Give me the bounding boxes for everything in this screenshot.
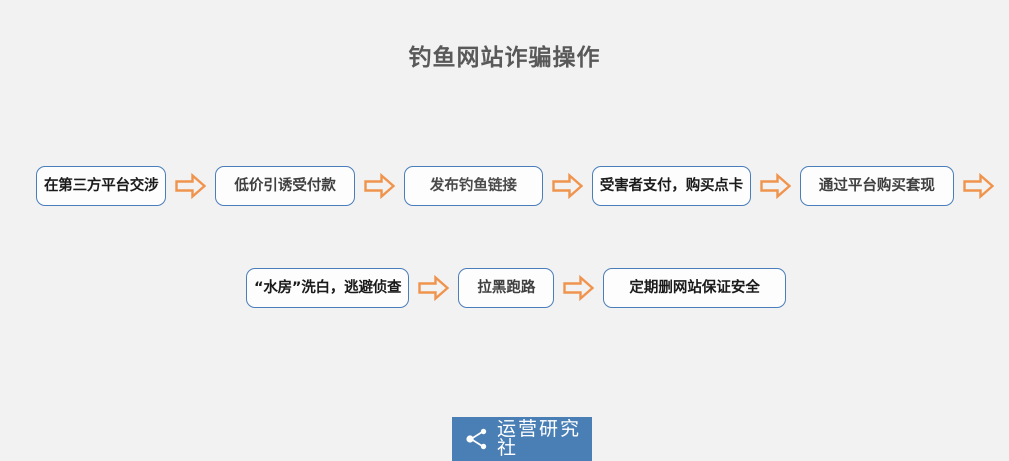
flow-node-label: 发布钓鱼链接 — [429, 177, 517, 194]
flow-row-2: “水房”洗白，逃避侦查 拉黑跑路 定期删网站保证安全 — [246, 265, 786, 311]
arrow-right-icon — [175, 173, 207, 199]
flow-node-6[interactable]: “水房”洗白，逃避侦查 — [246, 268, 410, 308]
flow-node-label: 在第三方平台交涉 — [44, 177, 159, 194]
flow-node-4[interactable]: 受害者支付，购买点卡 — [591, 166, 751, 206]
arrow-right-icon — [963, 173, 994, 199]
flow-node-label: 定期删网站保证安全 — [629, 279, 760, 296]
arrow-right-icon — [563, 275, 595, 301]
flow-node-label: “水房”洗白，逃避侦查 — [254, 279, 402, 296]
flow-node-3[interactable]: 发布钓鱼链接 — [403, 166, 543, 206]
flow-node-2[interactable]: 低价引诱受付款 — [215, 166, 355, 206]
flow-row-1: 在第三方平台交涉 低价引诱受付款 发布钓鱼链接 受害者支付，购买点卡 通过平台购… — [36, 163, 1003, 209]
arrow-right-icon — [418, 275, 450, 301]
watermark-logo: 运营研究社 — [452, 417, 592, 461]
arrow-right-icon — [364, 173, 395, 199]
flow-node-label: 拉黑跑路 — [477, 279, 536, 296]
arrow-right-icon — [552, 173, 583, 199]
page-title: 钓鱼网站诈骗操作 — [408, 45, 601, 71]
flow-node-8[interactable]: 定期删网站保证安全 — [603, 268, 786, 308]
share-nodes-icon — [466, 428, 487, 450]
watermark-text: 运营研究社 — [497, 418, 582, 459]
arrow-right-icon — [760, 173, 791, 199]
flow-node-5[interactable]: 通过平台购买套现 — [799, 166, 954, 206]
flow-node-1[interactable]: 在第三方平台交涉 — [36, 166, 167, 206]
flow-node-label: 通过平台购买套现 — [818, 177, 935, 194]
flow-node-label: 受害者支付，购买点卡 — [599, 177, 743, 194]
flow-node-label: 低价引诱受付款 — [234, 177, 336, 194]
flow-node-7[interactable]: 拉黑跑路 — [458, 268, 555, 308]
